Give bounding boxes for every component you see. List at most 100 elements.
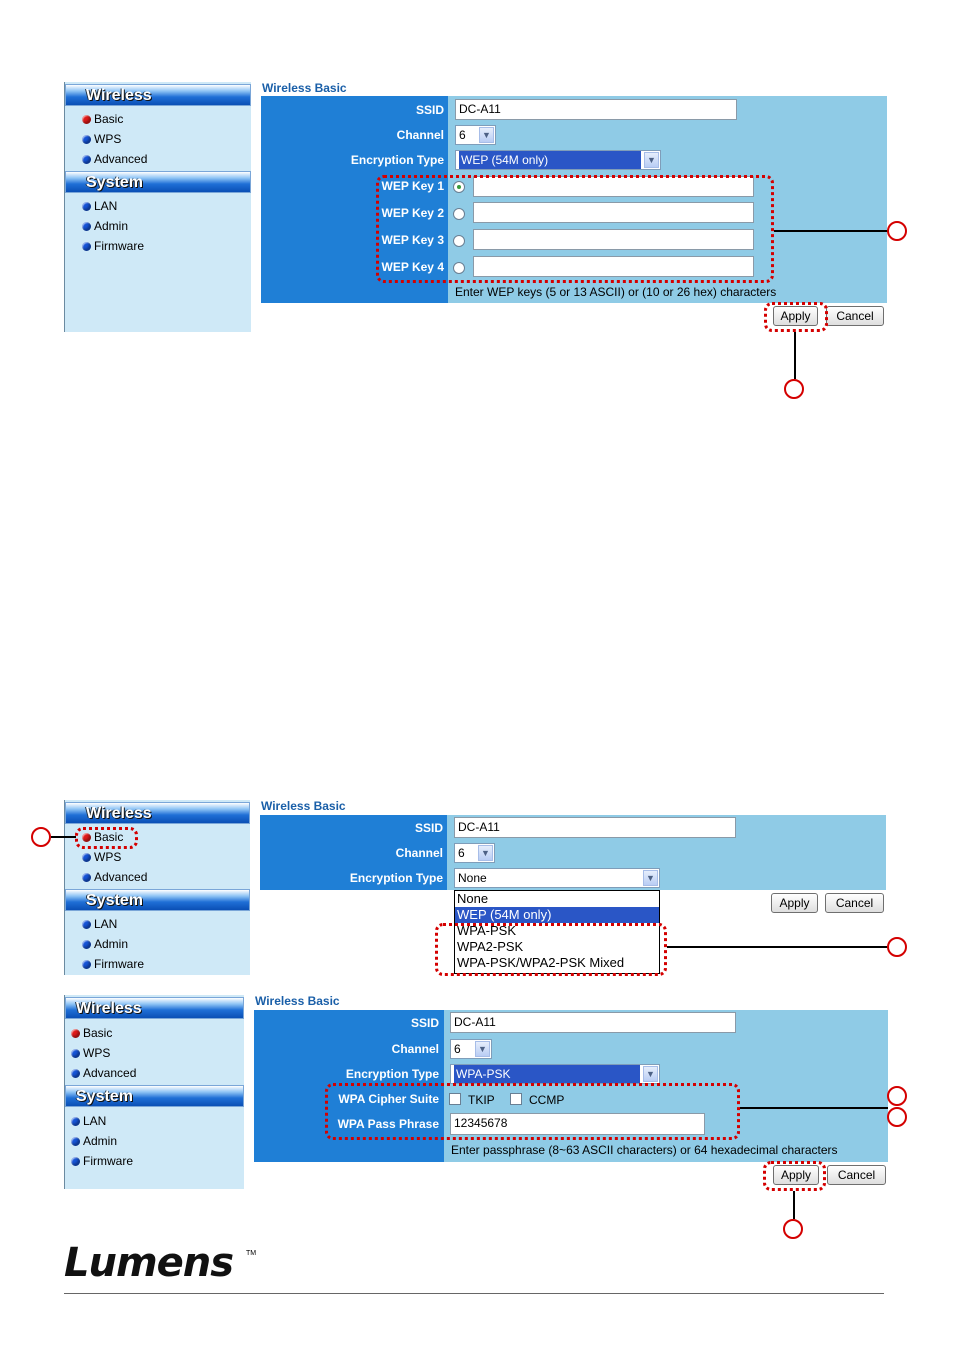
callout-line (51, 836, 76, 838)
cancel-button[interactable]: Cancel (826, 306, 884, 326)
encryption-label: Encryption Type (349, 871, 443, 885)
blue-bullet-icon (82, 920, 91, 929)
sidebar-item-firmware[interactable]: Firmware (82, 239, 144, 255)
encryption-label: Encryption Type (345, 1067, 439, 1081)
sidebar-wireless-header: Wireless (65, 997, 244, 1019)
wep-key-4-radio[interactable] (453, 262, 465, 274)
sidebar-item-firmware[interactable]: Firmware (71, 1154, 133, 1170)
channel-select[interactable]: 6▼ (454, 843, 495, 863)
channel-label: Channel (391, 1042, 439, 1056)
ssid-input[interactable]: DC-A11 (455, 99, 737, 120)
apply-button[interactable]: Apply (773, 306, 818, 326)
wep-key-3-input[interactable] (473, 229, 754, 250)
ssid-input[interactable]: DC-A11 (450, 1012, 736, 1033)
red-bullet-icon (82, 833, 91, 842)
lumens-logo: Lumens (64, 1240, 234, 1286)
channel-label: Channel (395, 846, 443, 860)
callout-marker (887, 937, 907, 957)
wep-key-2-label: WEP Key 2 (381, 206, 444, 220)
encryption-option-mixed[interactable]: WPA-PSK/WPA2-PSK Mixed (457, 955, 625, 970)
callout-marker (887, 1107, 907, 1127)
sidebar-item-lan[interactable]: LAN (82, 199, 117, 215)
sidebar-item-admin[interactable]: Admin (71, 1134, 117, 1150)
sidebar-item-wps[interactable]: WPS (82, 850, 121, 866)
panel-title: Wireless Basic (255, 994, 340, 1008)
sidebar-system-header: System (65, 1085, 244, 1107)
wep-key-2-input[interactable] (473, 202, 754, 223)
wpa-hint-text: Enter passphrase (8~63 ASCII characters)… (451, 1143, 838, 1157)
chevron-down-icon[interactable]: ▼ (479, 127, 494, 143)
apply-highlight (764, 302, 828, 332)
callout-line (793, 1191, 795, 1219)
chevron-down-icon[interactable]: ▼ (644, 152, 659, 168)
tkip-checkbox[interactable] (449, 1093, 461, 1105)
apply-button[interactable]: Apply (773, 1165, 819, 1185)
sidebar-item-admin[interactable]: Admin (82, 219, 128, 235)
chevron-down-icon[interactable]: ▼ (478, 845, 493, 861)
encryption-select[interactable]: WEP (54M only)▼ (455, 150, 661, 170)
blue-bullet-icon (82, 960, 91, 969)
cancel-button[interactable]: Cancel (825, 893, 884, 913)
sidebar-item-basic[interactable]: Basic (71, 1026, 112, 1042)
cancel-button[interactable]: Cancel (827, 1165, 886, 1185)
blue-bullet-icon (82, 222, 91, 231)
blue-bullet-icon (71, 1137, 80, 1146)
encryption-option-none[interactable]: None (457, 891, 489, 906)
sidebar-1: Wireless Basic WPS Advanced System LAN A… (64, 82, 251, 332)
blue-bullet-icon (71, 1049, 80, 1058)
encryption-option-wep[interactable]: WEP (54M only) (455, 907, 659, 923)
sidebar-item-wps[interactable]: WPS (82, 132, 121, 148)
red-bullet-icon (71, 1029, 80, 1038)
tkip-label: TKIP (468, 1093, 495, 1107)
apply-highlight (763, 1161, 826, 1191)
wpa-pass-input[interactable]: 12345678 (450, 1113, 705, 1135)
callout-marker (887, 221, 907, 241)
chevron-down-icon[interactable]: ▼ (643, 870, 658, 886)
callout-marker (783, 1219, 803, 1239)
sidebar-item-advanced[interactable]: Advanced (82, 870, 147, 886)
sidebar-item-lan[interactable]: LAN (82, 917, 117, 933)
sidebar-item-wps[interactable]: WPS (71, 1046, 110, 1062)
callout-line (774, 230, 888, 232)
wep-key-1-radio[interactable] (453, 181, 465, 193)
wep-key-4-input[interactable] (473, 256, 754, 277)
sidebar-item-basic[interactable]: Basic (82, 112, 123, 128)
chevron-down-icon[interactable]: ▼ (475, 1041, 490, 1057)
callout-line (740, 1107, 888, 1109)
sidebar-item-basic[interactable]: Basic (82, 830, 123, 846)
apply-button[interactable]: Apply (771, 893, 818, 913)
sidebar-item-firmware[interactable]: Firmware (82, 957, 144, 973)
ccmp-label: CCMP (529, 1093, 565, 1107)
sidebar-item-lan[interactable]: LAN (71, 1114, 106, 1130)
callout-marker (887, 1086, 907, 1106)
sidebar-item-admin[interactable]: Admin (82, 937, 128, 953)
ccmp-checkbox[interactable] (510, 1093, 522, 1105)
wep-key-3-radio[interactable] (453, 235, 465, 247)
encryption-option-wpa-psk[interactable]: WPA-PSK (457, 923, 516, 938)
channel-select[interactable]: 6▼ (450, 1039, 492, 1059)
encryption-select[interactable]: None▼ (454, 868, 660, 888)
wep-keys-highlight (376, 175, 774, 283)
ssid-input[interactable]: DC-A11 (454, 817, 736, 838)
encryption-select[interactable]: WPA-PSK▼ (450, 1064, 660, 1084)
callout-line (794, 332, 796, 379)
sidebar-item-advanced[interactable]: Advanced (82, 152, 147, 168)
encryption-label: Encryption Type (350, 153, 444, 167)
encryption-dropdown-list: None WEP (54M only) WPA-PSK WPA2-PSK WPA… (454, 890, 660, 974)
sidebar-system-header: System (65, 889, 250, 911)
wep-key-3-label: WEP Key 3 (381, 233, 444, 247)
blue-bullet-icon (71, 1117, 80, 1126)
sidebar-wireless-header: Wireless (65, 802, 250, 824)
blue-bullet-icon (71, 1157, 80, 1166)
panel-title: Wireless Basic (261, 799, 346, 813)
channel-select[interactable]: 6▼ (455, 125, 496, 145)
panel-title: Wireless Basic (262, 81, 347, 95)
basic-highlight (75, 827, 138, 849)
blue-bullet-icon (82, 873, 91, 882)
label-column (261, 96, 448, 303)
sidebar-item-advanced[interactable]: Advanced (71, 1066, 136, 1082)
encryption-option-wpa2-psk[interactable]: WPA2-PSK (457, 939, 524, 954)
chevron-down-icon[interactable]: ▼ (643, 1066, 658, 1082)
blue-bullet-icon (82, 242, 91, 251)
wep-key-2-radio[interactable] (453, 208, 465, 220)
